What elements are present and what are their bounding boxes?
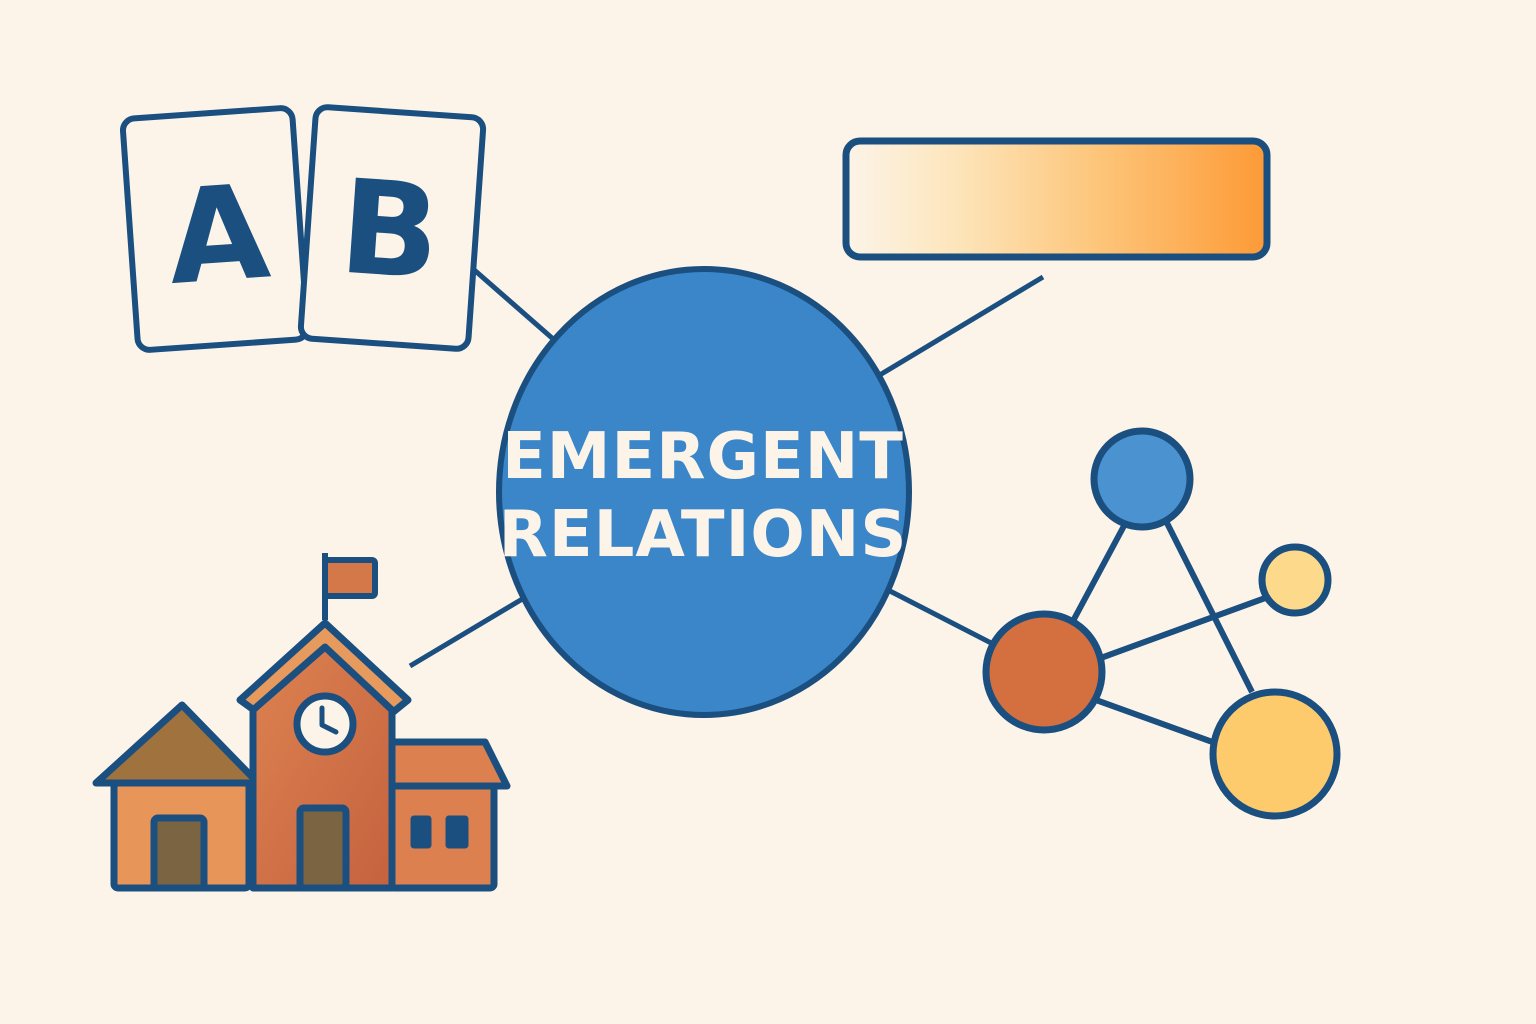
flag-icon (322, 557, 378, 599)
left-door (150, 814, 208, 892)
hub-circle: EMERGENT RELATIONS (496, 266, 912, 718)
hub-title-line1: EMERGENT (502, 420, 904, 494)
card-a: A (119, 105, 311, 353)
connector-lines (408, 266, 1045, 669)
card-b: B (297, 104, 487, 352)
school-icon (92, 553, 511, 892)
card-a-letter: A (163, 155, 274, 314)
window-right (445, 815, 469, 849)
network-node-orange (982, 610, 1106, 734)
network-node-blue (1090, 427, 1194, 531)
connector-network-hub (886, 587, 997, 648)
tower-door (296, 804, 350, 892)
gradient-bar (842, 137, 1271, 261)
network-node-yellow (1209, 688, 1341, 820)
card-b-letter: B (335, 151, 444, 310)
connector-cards-hub (470, 266, 554, 340)
connector-bar-hub (876, 274, 1045, 379)
connector-school-hub (408, 595, 526, 669)
network-node-light-yellow (1258, 543, 1332, 617)
hub-title-line2: RELATIONS (499, 498, 908, 572)
network-graph (982, 427, 1341, 820)
window-left (410, 815, 432, 849)
letter-cards: A B (119, 104, 487, 353)
